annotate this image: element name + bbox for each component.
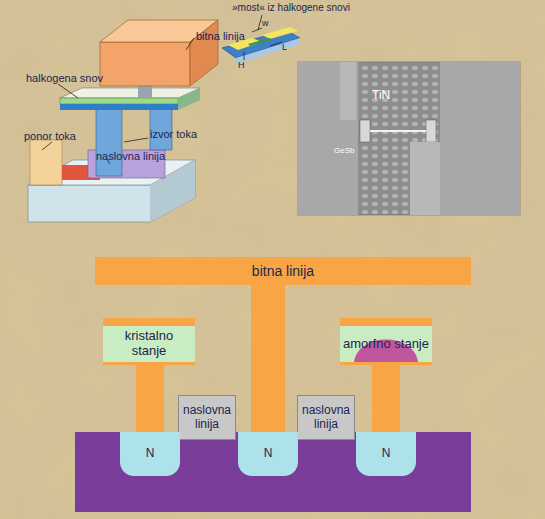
pillar-line <box>136 365 164 432</box>
part-label: TiN <box>372 88 390 102</box>
crystalline-cell: kristalno stanje <box>103 318 195 365</box>
node-text: kristalno stanje <box>103 329 195 359</box>
part-label: GeSb <box>334 146 354 155</box>
part-label: w <box>262 18 269 28</box>
address-line-box: naslovna linija <box>178 395 236 440</box>
pillar-line <box>372 365 400 432</box>
amorphous-cell: amorfno stanje <box>340 318 432 365</box>
pillar-line <box>251 285 285 432</box>
node-text: naslovna linija <box>179 404 235 432</box>
node-text: amorfno stanje <box>340 337 432 352</box>
contact-pillar <box>150 365 151 432</box>
n-well: N <box>238 432 298 476</box>
node-text: N <box>143 447 158 461</box>
contact-pillar <box>386 365 387 432</box>
address-line-box: naslovna linija <box>297 395 355 440</box>
contact-pillar <box>268 285 269 432</box>
n-well: N <box>120 432 180 476</box>
node-text: N <box>261 447 276 461</box>
n-well: N <box>356 432 416 476</box>
part-label: ponor toka <box>24 130 76 142</box>
part-label: H <box>238 60 245 70</box>
node-text: N <box>379 447 394 461</box>
part-label: bitna linija <box>196 30 245 42</box>
node-text: naslovna linija <box>298 404 354 432</box>
bit-line-bar: bitna linija <box>95 257 471 285</box>
part-label: halkogena snov <box>26 72 103 84</box>
part-label: naslovna linija <box>96 150 165 162</box>
node-text: bitna linija <box>249 263 317 279</box>
part-label: L <box>282 42 287 52</box>
part-label: »most« iz halkogene snovi <box>232 2 350 13</box>
part-label: izvor toka <box>150 128 197 140</box>
